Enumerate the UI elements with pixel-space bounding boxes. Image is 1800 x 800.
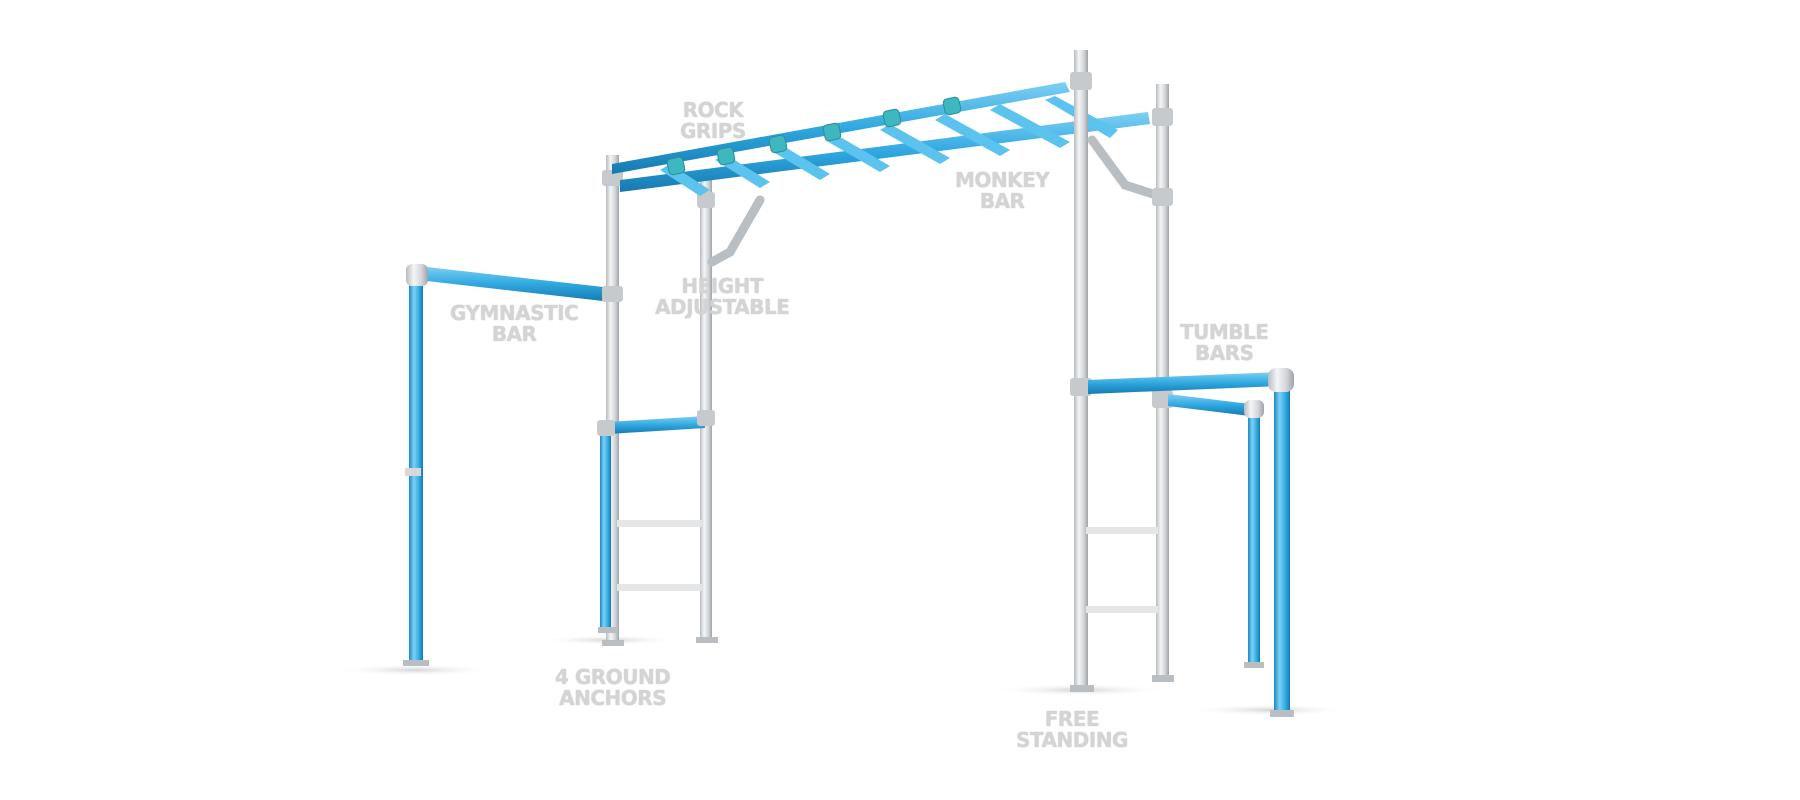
gymnastic-bar-assembly [403, 264, 612, 666]
rock-grips [666, 96, 962, 176]
tumble-bars [1088, 368, 1294, 717]
right-tower [1070, 50, 1174, 692]
ground-shadows [335, 635, 1350, 716]
left-tower [597, 155, 765, 646]
